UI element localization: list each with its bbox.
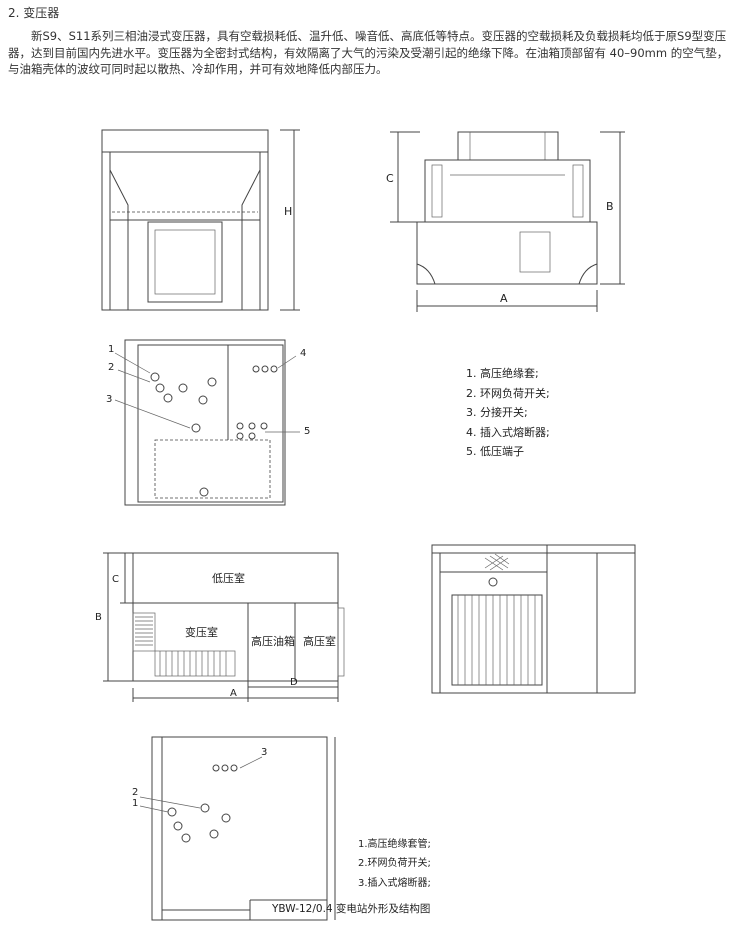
callout-3: 3 <box>106 394 112 405</box>
front-elevation-drawing <box>431 544 636 694</box>
dim-h-label: H <box>284 205 292 218</box>
legend-item: 3.插入式熔断器; <box>358 876 431 889</box>
top-view-drawing: 1 2 3 4 5 1. 高压绝缘套; 2. 环网负荷开关; 3. 分接开关; … <box>106 339 550 506</box>
callout-1: 1 <box>132 798 138 809</box>
dim-b-label: B <box>606 200 614 213</box>
legend-item: 1.高压绝缘套管; <box>358 837 431 850</box>
callout-1: 1 <box>108 344 114 355</box>
room-hv-oil-tank: 高压油箱 <box>251 634 295 648</box>
dim-b-label: B <box>95 612 102 623</box>
legend-item: 1. 高压绝缘套; <box>466 366 539 380</box>
section-title: 2. 变压器 <box>8 6 60 20</box>
legend-item: 4. 插入式熔断器; <box>466 425 550 439</box>
dim-a-label: A <box>230 688 237 699</box>
callout-2: 2 <box>108 362 114 373</box>
callout-5: 5 <box>304 426 310 437</box>
room-low-voltage: 低压室 <box>212 571 245 585</box>
legend-item: 2. 环网负荷开关; <box>466 386 550 400</box>
room-transformer: 变压室 <box>185 625 218 639</box>
figure-caption: YBW-12/0.4 变电站外形及结构图 <box>271 902 430 915</box>
dim-d-label: D <box>290 677 298 688</box>
side-view-drawing: C B A <box>386 131 625 312</box>
dim-a-label: A <box>500 292 508 305</box>
plan-layout-drawing: 低压室 变压室 高压油箱 高压室 C B D A <box>95 552 345 702</box>
callout-3: 3 <box>261 747 267 758</box>
dim-c-label: C <box>386 172 394 185</box>
dim-c-label: C <box>112 574 119 585</box>
internal-view-drawing: 3 2 1 1.高压绝缘套管; 2.环网负荷开关; 3.插入式熔断器; YBW-… <box>132 736 431 921</box>
callout-4: 4 <box>300 348 306 359</box>
legend-item: 2.环网负荷开关; <box>358 856 431 869</box>
front-view-drawing: H <box>101 129 300 311</box>
legend-item: 3. 分接开关; <box>466 405 528 419</box>
room-high-voltage: 高压室 <box>303 634 336 648</box>
description-paragraph: 新S9、S11系列三相油浸式变压器，具有空载损耗低、温升低、噪音低、高底低等特点… <box>8 29 729 76</box>
legend-item: 5. 低压端子 <box>466 445 524 458</box>
callout-2: 2 <box>132 787 138 798</box>
